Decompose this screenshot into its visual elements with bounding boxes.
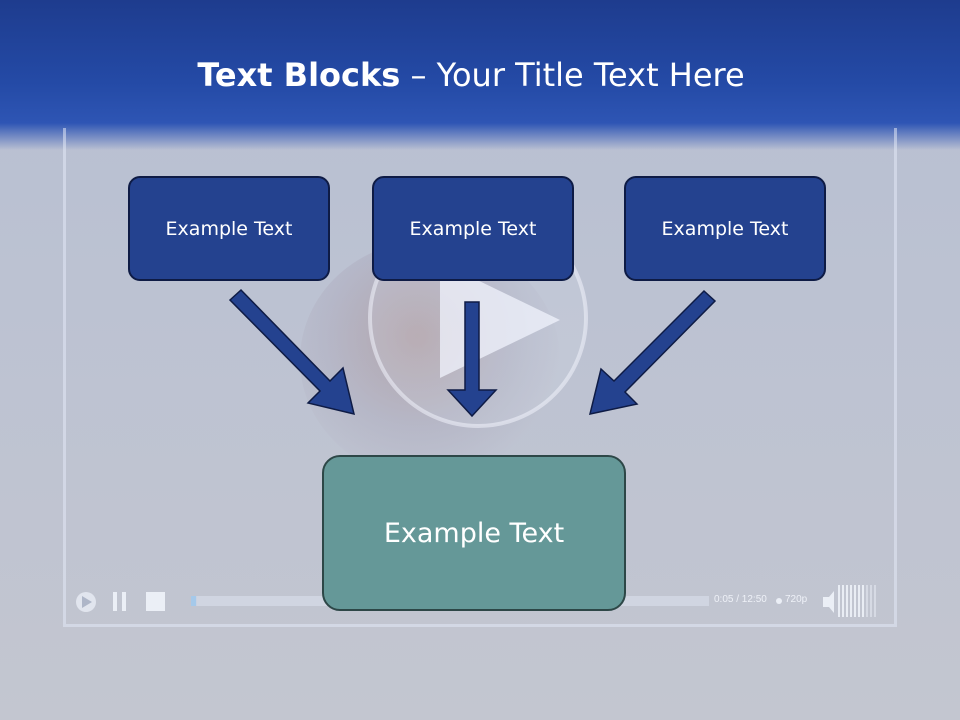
text-block-2-label: Example Text — [409, 217, 537, 240]
title-banner — [0, 0, 960, 150]
title-dash: – — [400, 56, 437, 94]
text-block-2[interactable]: Example Text — [372, 176, 574, 281]
title-bold: Text Blocks — [197, 56, 401, 94]
player-time: 0:05 / 12:50 — [714, 594, 767, 605]
main-text-block-label: Example Text — [383, 517, 565, 549]
slide-title: Text Blocks – Your Title Text Here — [0, 52, 942, 98]
video-frame — [63, 128, 897, 627]
title-rest: Your Title Text Here — [436, 56, 745, 94]
text-block-3-label: Example Text — [661, 217, 789, 240]
main-text-block[interactable]: Example Text — [322, 455, 626, 611]
text-block-1[interactable]: Example Text — [128, 176, 330, 281]
text-block-3[interactable]: Example Text — [624, 176, 826, 281]
player-quality[interactable]: 720p — [785, 594, 808, 605]
text-block-1-label: Example Text — [165, 217, 293, 240]
